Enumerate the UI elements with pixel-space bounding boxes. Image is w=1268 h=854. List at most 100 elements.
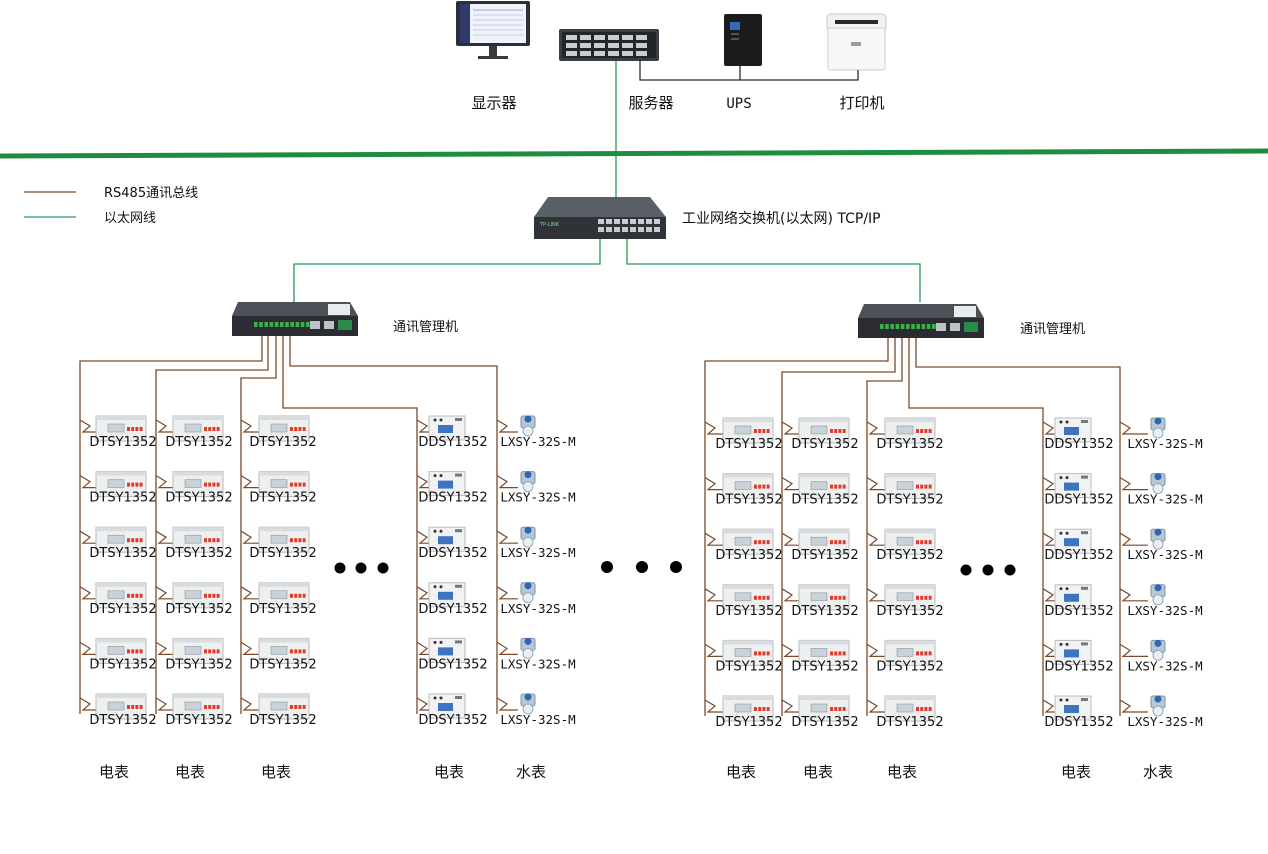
three-phase-meter-icon bbox=[884, 639, 936, 666]
three-phase-meter-label: DTSY1352 bbox=[791, 548, 858, 563]
water-meter-icon bbox=[1150, 473, 1166, 495]
rs485-tap bbox=[416, 419, 429, 433]
rs485-tap bbox=[155, 586, 173, 600]
rs485-bus bbox=[155, 336, 269, 714]
rs485-bus bbox=[915, 338, 1121, 716]
three-phase-meter-icon bbox=[172, 693, 224, 720]
single-phase-meter-icon bbox=[1054, 695, 1092, 721]
rs485-tap bbox=[79, 641, 96, 655]
rs485-tap bbox=[79, 697, 96, 711]
rs485-tap bbox=[496, 530, 518, 544]
rs485-tap bbox=[240, 530, 259, 544]
rs485-tap bbox=[1119, 532, 1148, 546]
three-phase-meter-label: DTSY1352 bbox=[89, 491, 156, 506]
three-phase-meter-label: DTSY1352 bbox=[165, 435, 232, 450]
three-phase-meter-label: DTSY1352 bbox=[165, 602, 232, 617]
rs485-tap bbox=[1119, 699, 1148, 713]
three-phase-meter-label: DTSY1352 bbox=[89, 602, 156, 617]
water-meter-label: LXSY-32S-M bbox=[1127, 714, 1202, 729]
rs485-tap bbox=[155, 419, 173, 433]
water-meter-label: LXSY-32S-M bbox=[500, 712, 575, 727]
three-phase-meter-label: DTSY1352 bbox=[89, 657, 156, 672]
gateway-label: 通讯管理机 bbox=[1020, 322, 1085, 337]
three-phase-meter-icon bbox=[884, 528, 936, 555]
water-meter-label: LXSY-32S-M bbox=[500, 601, 575, 616]
water-meter-icon bbox=[1150, 695, 1166, 717]
single-phase-meter-icon bbox=[428, 637, 466, 663]
rs485-tap bbox=[416, 641, 429, 655]
three-phase-meter-label: DTSY1352 bbox=[249, 602, 316, 617]
three-phase-meter-icon bbox=[884, 584, 936, 611]
three-phase-meter-icon bbox=[722, 639, 774, 666]
three-phase-meter-icon bbox=[258, 526, 310, 553]
three-phase-meter-icon bbox=[258, 471, 310, 498]
single-phase-meter-icon bbox=[1054, 639, 1092, 665]
electric-meter-group-label: 电表 bbox=[99, 763, 129, 781]
water-meter-label: LXSY-32S-M bbox=[1127, 603, 1202, 618]
rs485-tap bbox=[781, 588, 799, 602]
water-meter-icon bbox=[520, 637, 536, 659]
single-phase-meter-label: DDSY1352 bbox=[418, 657, 487, 672]
three-phase-meter-label: DTSY1352 bbox=[791, 659, 858, 674]
three-phase-meter-label: DTSY1352 bbox=[715, 715, 782, 730]
three-phase-meter-icon bbox=[258, 415, 310, 442]
three-phase-meter-label: DTSY1352 bbox=[249, 435, 316, 450]
rs485-tap bbox=[1042, 421, 1055, 435]
single-phase-meter-icon bbox=[1054, 473, 1092, 499]
electric-meter-group-label: 电表 bbox=[726, 763, 756, 781]
single-phase-meter-label: DDSY1352 bbox=[1044, 493, 1113, 508]
three-phase-meter-label: DTSY1352 bbox=[876, 659, 943, 674]
single-phase-meter-label: DDSY1352 bbox=[1044, 659, 1113, 674]
water-meter-icon bbox=[520, 471, 536, 493]
three-phase-meter-label: DTSY1352 bbox=[249, 657, 316, 672]
three-phase-meter-icon bbox=[798, 695, 850, 722]
three-phase-meter-label: DTSY1352 bbox=[89, 435, 156, 450]
three-phase-meter-icon bbox=[172, 471, 224, 498]
single-phase-meter-icon bbox=[428, 582, 466, 608]
ups-label: UPS bbox=[726, 96, 751, 112]
single-phase-meter-label: DDSY1352 bbox=[1044, 604, 1113, 619]
rs485-tap bbox=[496, 641, 518, 655]
three-phase-meter-icon bbox=[95, 415, 147, 442]
rs485-tap bbox=[496, 419, 518, 433]
single-phase-meter-label: DDSY1352 bbox=[418, 713, 487, 728]
water-meter-label: LXSY-32S-M bbox=[500, 434, 575, 449]
three-phase-meter-icon bbox=[95, 526, 147, 553]
rs485-bus bbox=[781, 338, 896, 716]
rs485-tap bbox=[704, 643, 723, 657]
rs485-tap bbox=[781, 699, 799, 713]
rs485-tap bbox=[781, 421, 799, 435]
server-icon bbox=[559, 29, 659, 61]
three-phase-meter-icon bbox=[95, 471, 147, 498]
three-phase-meter-icon bbox=[722, 417, 774, 444]
printer-label: 打印机 bbox=[839, 94, 884, 112]
single-phase-meter-label: DDSY1352 bbox=[1044, 437, 1113, 452]
rs485-tap bbox=[496, 697, 518, 711]
three-phase-meter-label: DTSY1352 bbox=[876, 548, 943, 563]
electric-meter-group-label: 电表 bbox=[887, 763, 917, 781]
three-phase-meter-label: DTSY1352 bbox=[249, 713, 316, 728]
rs485-tap bbox=[79, 475, 96, 489]
three-phase-meter-icon bbox=[722, 473, 774, 500]
three-phase-meter-icon bbox=[95, 637, 147, 664]
rs485-tap bbox=[1042, 588, 1055, 602]
rs485-tap bbox=[1119, 421, 1148, 435]
three-phase-meter-label: DTSY1352 bbox=[165, 491, 232, 506]
three-phase-meter-label: DTSY1352 bbox=[89, 713, 156, 728]
rs485-tap bbox=[1119, 477, 1148, 491]
three-phase-meter-label: DTSY1352 bbox=[165, 713, 232, 728]
three-phase-meter-label: DTSY1352 bbox=[791, 437, 858, 452]
three-phase-meter-label: DTSY1352 bbox=[165, 546, 232, 561]
svg-text:TP-LINK: TP-LINK bbox=[539, 222, 560, 228]
rs485-bus bbox=[908, 338, 1044, 716]
water-meter-icon bbox=[520, 526, 536, 548]
three-phase-meter-icon bbox=[722, 695, 774, 722]
three-phase-meter-label: DTSY1352 bbox=[715, 659, 782, 674]
single-phase-meter-label: DDSY1352 bbox=[1044, 715, 1113, 730]
server-label: 服务器 bbox=[628, 94, 673, 112]
three-phase-meter-icon bbox=[722, 528, 774, 555]
backbone-line bbox=[0, 148, 1268, 159]
rs485-tap bbox=[240, 697, 259, 711]
water-meter-group-label: 水表 bbox=[516, 763, 546, 781]
